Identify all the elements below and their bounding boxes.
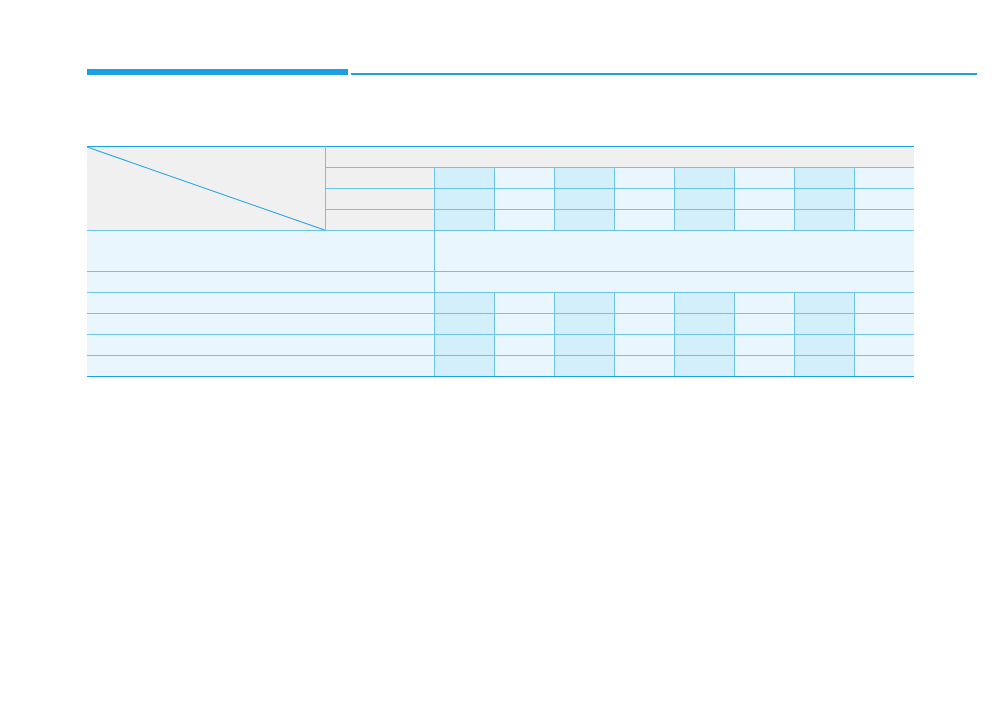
table-cell: [493, 355, 555, 377]
table-cell: [793, 355, 855, 377]
section-title-bar: [87, 69, 348, 75]
table-cell: [793, 313, 855, 335]
table-cell: [433, 292, 495, 314]
table-cell: [433, 355, 495, 377]
table-merged-row: [87, 271, 915, 293]
table-cell: [553, 334, 615, 356]
row-label: [87, 355, 435, 377]
subheader-label: [325, 167, 435, 189]
header-main-cell: [324, 146, 915, 168]
table-cell: [613, 188, 675, 210]
merged-value-cell: [433, 230, 915, 272]
table-cell: [853, 313, 915, 335]
spec-table: [87, 146, 915, 377]
corner-diagonal-cell: [87, 146, 326, 231]
row-label: [87, 230, 435, 272]
table-cell: [613, 313, 675, 335]
table-cell: [733, 334, 795, 356]
table-cell: [733, 209, 795, 231]
table-cell: [553, 167, 615, 189]
row-label: [87, 313, 435, 335]
table-cell: [673, 167, 735, 189]
table-cell: [673, 313, 735, 335]
table-cell: [433, 167, 495, 189]
subheader-label: [325, 188, 435, 210]
table-cell: [673, 292, 735, 314]
table-cell: [613, 167, 675, 189]
table-cell: [433, 209, 495, 231]
table-cell: [673, 188, 735, 210]
table-cell: [553, 209, 615, 231]
table-cell: [793, 334, 855, 356]
table-cell: [613, 334, 675, 356]
table-cell: [793, 167, 855, 189]
section-title-rule: [351, 73, 977, 75]
table-subheader-row: [87, 167, 915, 189]
table-cell: [733, 167, 795, 189]
table-cell: [673, 334, 735, 356]
row-label: [87, 334, 435, 356]
table-cell: [433, 313, 495, 335]
row-label: [87, 271, 435, 293]
diagonal-divider: [87, 147, 324, 230]
table-cell: [853, 334, 915, 356]
table-cell: [493, 292, 555, 314]
row-label: [87, 292, 435, 314]
table-subheader-row: [87, 209, 915, 231]
table-cell: [433, 334, 495, 356]
table-subheader-row: [87, 188, 915, 210]
table-merged-row: [87, 230, 915, 272]
table-row: [87, 355, 915, 377]
table-cell: [553, 355, 615, 377]
table-cell: [733, 355, 795, 377]
table-cell: [853, 355, 915, 377]
table-cell: [793, 209, 855, 231]
table-row: [87, 334, 915, 356]
table-cell: [493, 209, 555, 231]
table-cell: [733, 188, 795, 210]
table-cell: [493, 313, 555, 335]
table-cell: [733, 313, 795, 335]
table-cell: [553, 292, 615, 314]
table-cell: [853, 292, 915, 314]
merged-value-cell: [433, 271, 915, 293]
table-cell: [613, 292, 675, 314]
table-cell: [493, 334, 555, 356]
table-header-row: [87, 146, 915, 231]
table-cell: [793, 292, 855, 314]
table-cell: [733, 292, 795, 314]
table-cell: [433, 188, 495, 210]
table-cell: [613, 209, 675, 231]
table-cell: [493, 167, 555, 189]
table-cell: [673, 209, 735, 231]
table-cell: [853, 188, 915, 210]
table-cell: [493, 188, 555, 210]
table-cell: [793, 188, 855, 210]
table-cell: [553, 313, 615, 335]
table-cell: [853, 209, 915, 231]
table-row: [87, 292, 915, 314]
table-cell: [553, 188, 615, 210]
table-cell: [853, 167, 915, 189]
subheader-label: [325, 209, 435, 231]
table-cell: [673, 355, 735, 377]
table-row: [87, 313, 915, 335]
table-cell: [613, 355, 675, 377]
